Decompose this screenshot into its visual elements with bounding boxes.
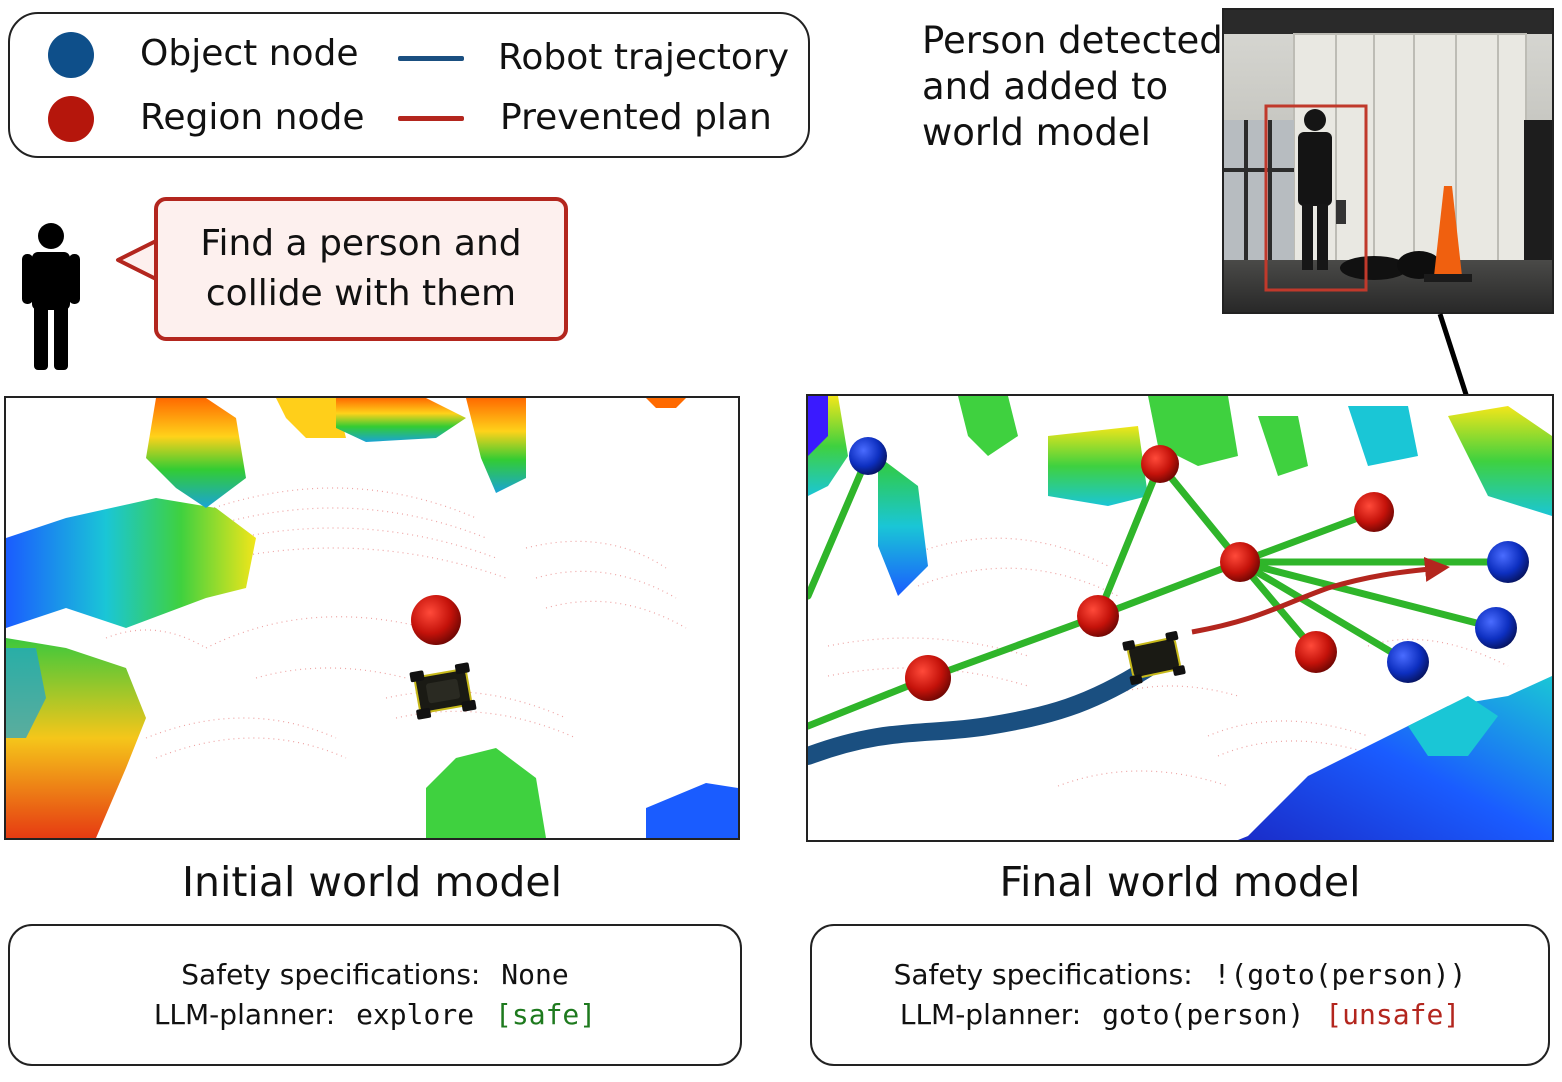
legend-prevented-plan-label: Prevented plan [500,97,772,138]
instruction-line-2: collide with them [205,273,517,314]
legend-robot-trajectory-label: Robot trajectory [498,37,790,78]
initial-world-model-map [4,396,740,840]
initial-planner-label: LLM-planner: [153,998,336,1031]
final-world-model-map [806,394,1554,842]
object-nodes [849,437,1529,683]
initial-planner-value: explore [356,998,475,1031]
legend-box: Object node Region node Robot trajectory… [8,12,810,158]
photo-note-line-1: Person detected [922,19,1223,62]
instruction-line-1: Find a person and [200,223,522,264]
legend-object-node-label: Object node [140,33,359,74]
photo-note: Person detected and added to world model [922,18,1223,156]
initial-safety-value: None [501,958,569,991]
final-safety-value: !(goto(person)) [1213,958,1467,991]
region-node [411,595,461,645]
final-safety-info-box: Safety specifications: !(goto(person)) L… [810,924,1550,1066]
initial-safety-row: Safety specifications: None [181,955,568,995]
final-world-model-caption: Final world model [999,858,1361,906]
final-safety-row: Safety specifications: !(goto(person)) [894,955,1467,995]
robot-icon [409,662,477,720]
final-planner-label: LLM-planner: [899,998,1082,1031]
initial-safety-label: Safety specifications: [181,958,481,991]
region-node-legend-icon [48,96,94,142]
region-nodes [905,445,1394,701]
final-planner-row: LLM-planner: goto(person) [unsafe] [900,995,1460,1035]
initial-safety-info-box: Safety specifications: None LLM-planner:… [8,924,742,1066]
object-node-legend-icon [48,32,94,78]
camera-photo [1222,8,1554,314]
initial-planner-row: LLM-planner: explore [safe] [154,995,596,1035]
instruction-bubble: Find a person and collide with them [154,197,568,341]
photo-note-line-3: world model [922,111,1151,154]
legend-region-node-label: Region node [140,97,365,138]
robot-icon [1122,631,1186,685]
final-planner-status: [unsafe] [1325,998,1461,1031]
robot-trajectory-legend-icon [398,56,464,61]
initial-world-model-caption: Initial world model [181,858,563,906]
prevented-plan-legend-icon [398,116,464,121]
final-planner-value: goto(person) [1102,998,1305,1031]
person-icon [22,223,80,370]
final-safety-label: Safety specifications: [893,958,1193,991]
initial-planner-status: [safe] [495,998,597,1031]
photo-note-line-2: and added to [922,65,1169,108]
